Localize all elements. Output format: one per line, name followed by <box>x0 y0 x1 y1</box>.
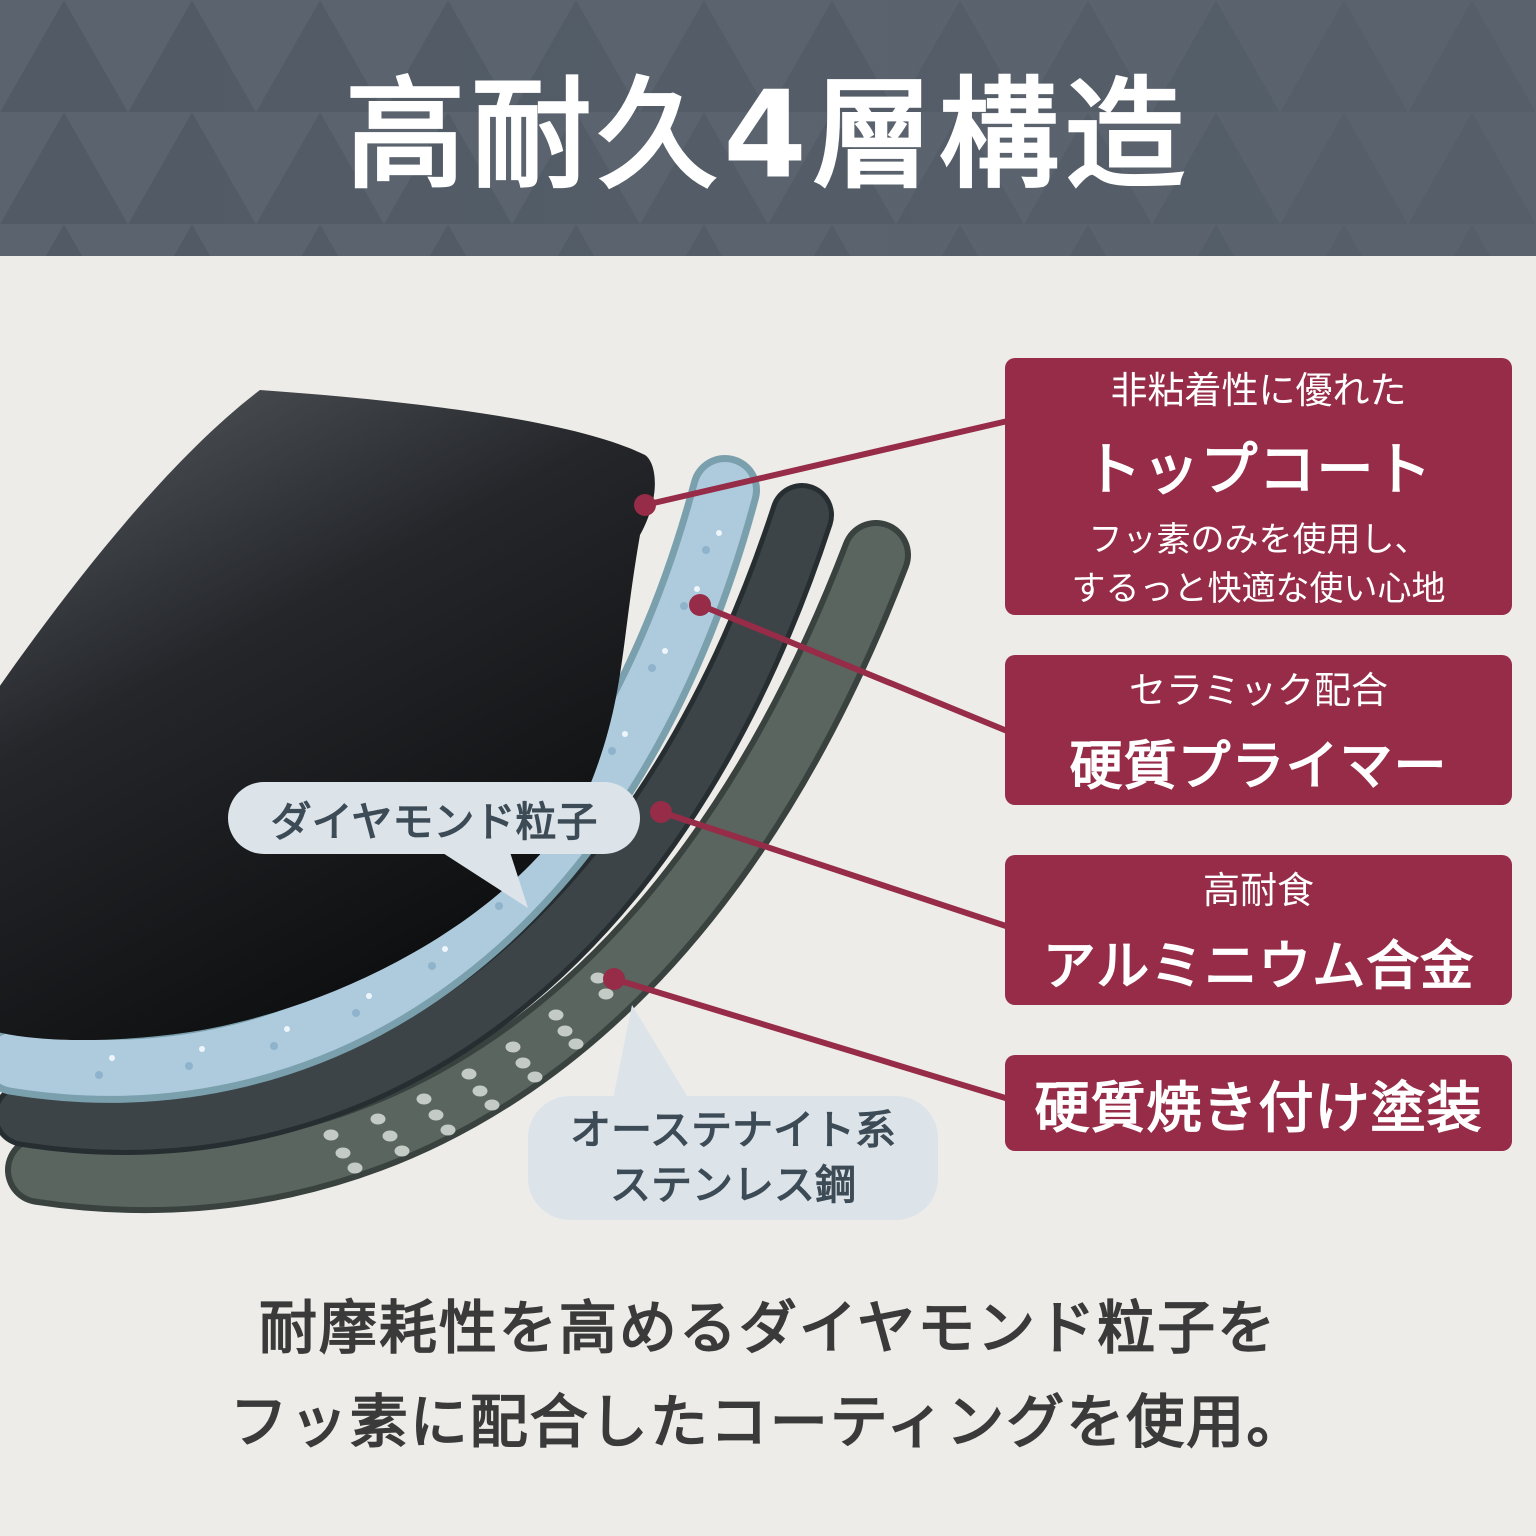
top-coat-subtitle: 非粘着性に優れた <box>1110 369 1407 413</box>
aluminum-title: アルミニウム合金 <box>1042 936 1475 997</box>
callout-stainless-line1: オーステナイト系 <box>570 1105 896 1154</box>
bake-coat-title: 硬質焼き付け塗装 <box>1034 1076 1483 1140</box>
primer-title: 硬質プライマー <box>1069 736 1448 797</box>
triangle-pattern-background <box>0 0 1536 256</box>
pan-stainless-layer <box>11 526 905 1208</box>
caption-line1: 耐摩耗性を高めるダイヤモンド粒子を <box>258 1294 1278 1362</box>
callout-diamond-label: ダイヤモンド粒子 <box>270 798 598 846</box>
bottom-caption: 耐摩耗性を高めるダイヤモンド粒子を フッ素に配合したコーティングを使用。 <box>0 1282 1536 1470</box>
pan-diamond-layer <box>0 462 753 1096</box>
primer-subtitle: セラミック配合 <box>1129 669 1388 712</box>
header-banner: 高耐久4層構造 <box>0 0 1536 256</box>
top-coat-desc-line2: するっと快適な使い心地 <box>1071 568 1446 609</box>
callout-stainless-steel: オーステナイト系 ステンレス鋼 <box>528 1096 938 1220</box>
aluminum-subtitle: 高耐食 <box>1203 869 1314 912</box>
caption-line2: フッ素に配合したコーティングを使用。 <box>229 1387 1307 1456</box>
callout-diamond-particles: ダイヤモンド粒子 <box>228 782 640 854</box>
label-box-primer: セラミック配合 硬質プライマー <box>1005 655 1512 805</box>
stainless-perforation-dots <box>323 972 614 1174</box>
page-title: 高耐久4層構造 <box>345 66 1191 206</box>
label-box-top-coat: 非粘着性に優れた トップコート フッ素のみを使用し、 するっと快適な使い心地 <box>1005 358 1512 615</box>
callout-stainless-line2: ステンレス鋼 <box>610 1161 856 1209</box>
top-coat-desc-line1: フッ素のみを使用し、 <box>1088 520 1429 561</box>
top-coat-title: トップコート <box>1084 437 1433 504</box>
label-box-bake-coat: 硬質焼き付け塗装 <box>1005 1055 1512 1151</box>
label-box-aluminum: 高耐食 アルミニウム合金 <box>1005 855 1512 1005</box>
